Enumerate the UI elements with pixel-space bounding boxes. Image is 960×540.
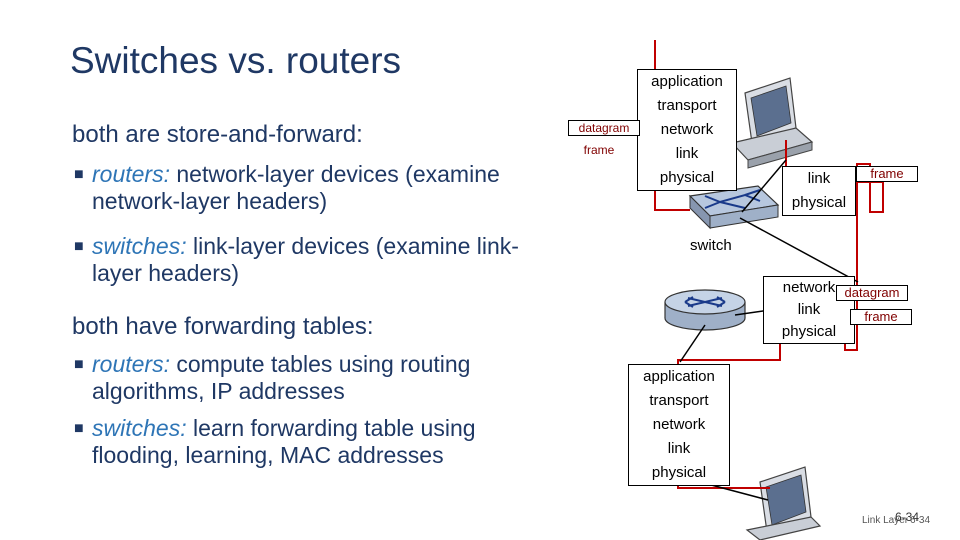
layer-network: network: [652, 416, 706, 433]
cable: [739, 217, 859, 283]
computer-icon: [745, 466, 822, 540]
datagram-header: datagram: [836, 285, 908, 301]
layer-link: link: [807, 170, 831, 187]
bullet-routers-tables: ■ routers: compute tables using routing …: [74, 351, 552, 405]
frame-header: frame: [568, 143, 630, 157]
bottom-host-protocol-stack: application transport network link physi…: [628, 364, 730, 486]
layer-physical: physical: [659, 169, 715, 186]
layer-network: network: [660, 121, 714, 138]
bullet-emphasis: routers:: [92, 161, 170, 187]
router-icon: [664, 289, 746, 331]
bullet-switches-layer: ■ switches: link-layer devices (examine …: [74, 233, 567, 287]
slide-title: Switches vs. routers: [70, 40, 402, 81]
layer-link: link: [667, 440, 691, 457]
frame-header: frame: [850, 309, 912, 325]
bullet-icon: ■: [74, 356, 84, 373]
bullet-icon: ■: [74, 238, 84, 255]
switch-protocol-stack: link physical: [782, 166, 856, 216]
packet-path: [677, 140, 884, 489]
footer-label: Link Layer: [862, 515, 909, 526]
footer-page-number: 6-34: [910, 515, 931, 526]
cable: [679, 324, 706, 363]
bullet-text: compute tables using routing algorithms,…: [92, 351, 471, 404]
bullet-text: link-layer devices (examine link-layer h…: [92, 233, 519, 286]
bullet-emphasis: switches:: [92, 415, 187, 441]
frame-header: frame: [856, 166, 918, 182]
layer-transport: transport: [657, 97, 717, 114]
layer-network: network: [782, 279, 836, 296]
layer-link: link: [797, 301, 821, 318]
heading-store-and-forward: both are store-and-forward:: [72, 121, 363, 148]
bullet-switches-tables: ■ switches: learn forwarding table using…: [74, 415, 552, 469]
cable: [741, 159, 787, 213]
layer-application: application: [643, 368, 715, 385]
heading-forwarding-tables: both have forwarding tables:: [72, 313, 374, 340]
bullet-icon: ■: [74, 166, 84, 183]
bullet-icon: ■: [74, 420, 84, 437]
switch-label: switch: [690, 237, 732, 254]
layer-application: application: [651, 73, 723, 90]
datagram-header: datagram: [568, 120, 640, 136]
footer-page-number-overlay: 6-34: [895, 510, 920, 524]
layer-physical: physical: [781, 323, 837, 340]
bullet-routers-layer: ■ routers: network-layer devices (examin…: [74, 161, 567, 215]
bullet-text: learn forwarding table using flooding, l…: [92, 415, 476, 468]
top-host-protocol-stack: application transport network link physi…: [637, 69, 737, 191]
computer-icon: [730, 77, 814, 169]
layer-physical: physical: [791, 194, 847, 211]
layer-transport: transport: [649, 392, 709, 409]
switch-icon: [688, 185, 780, 230]
bullet-text: network-layer devices (examine network-l…: [92, 161, 500, 214]
layer-link: link: [675, 145, 699, 162]
layer-physical: physical: [651, 464, 707, 481]
bullet-emphasis: switches:: [92, 233, 187, 259]
bullet-emphasis: routers:: [92, 351, 170, 377]
